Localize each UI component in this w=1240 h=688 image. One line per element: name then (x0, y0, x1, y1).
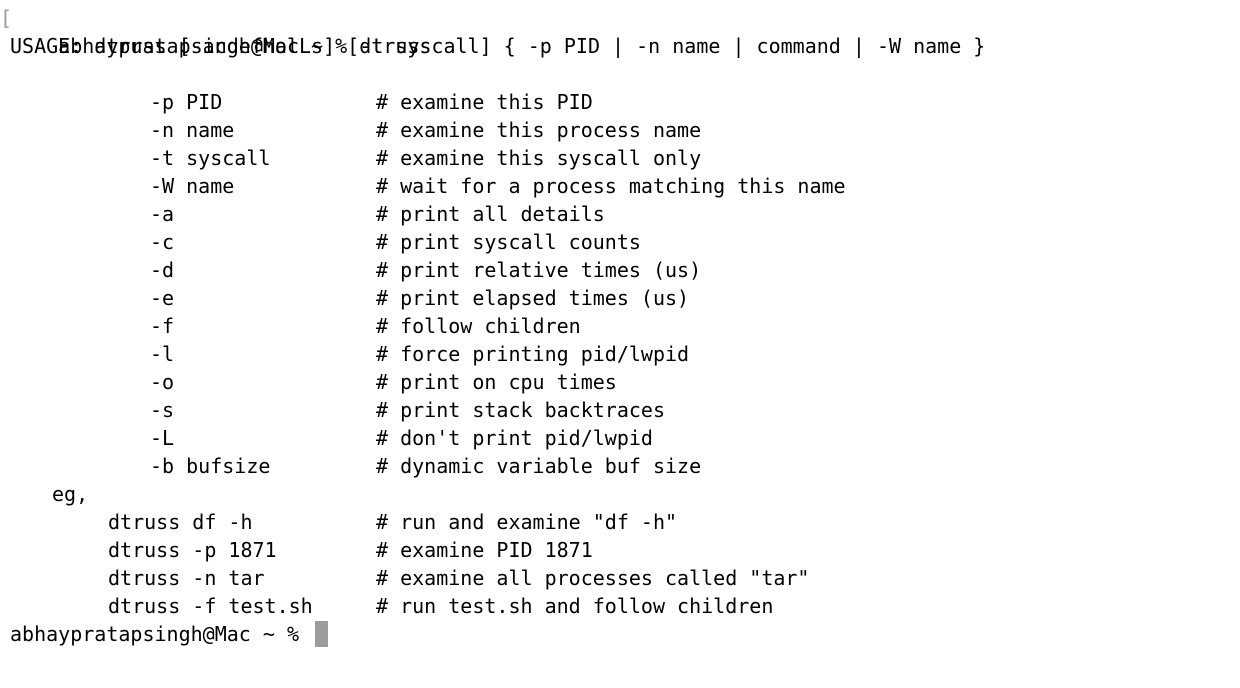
option-flag: -f (150, 314, 175, 338)
command-line: [ abhaypratapsingh@Mac ~ % dtruss (0, 4, 1240, 58)
usage-line: USAGE: dtruss [-acdefholLs] [-t syscall]… (10, 34, 986, 58)
option-flag: -L (150, 426, 175, 450)
example-command: dtruss -n tar (108, 566, 265, 590)
text-cursor[interactable] (315, 621, 329, 647)
option-row: -W name # wait for a process matching thi… (0, 172, 1240, 200)
option-comment: # force printing pid/lwpid (376, 342, 690, 366)
option-comment: # examine this process name (376, 118, 702, 142)
option-flag: -a (150, 202, 175, 226)
example-comment: # run and examine "df -h" (376, 510, 678, 534)
option-row: -L # don't print pid/lwpid (0, 424, 1240, 452)
option-comment: # print all details (376, 202, 605, 226)
option-flag: -d (150, 258, 175, 282)
prompt-text: abhaypratapsingh@Mac ~ % (58, 34, 360, 58)
example-row: dtruss -n tar # examine all processes cal… (0, 564, 1240, 592)
option-comment: # follow children (376, 314, 581, 338)
example-row: dtruss -f test.sh # run test.sh and follo… (0, 592, 1240, 620)
option-row: -c # print syscall counts (0, 228, 1240, 256)
option-row: -f # follow children (0, 312, 1240, 340)
example-command: dtruss -f test.sh (108, 594, 313, 618)
prompt-text: abhaypratapsingh@Mac ~ % (10, 622, 312, 646)
option-flag: -c (150, 230, 175, 254)
option-flag: -e (150, 286, 175, 310)
example-command: dtruss -p 1871 (108, 538, 277, 562)
option-comment: # print elapsed times (us) (376, 286, 690, 310)
blank-line (0, 60, 1240, 88)
example-comment: # run test.sh and follow children (376, 594, 774, 618)
option-flag: -W name (150, 174, 235, 198)
option-flag: -p PID (150, 90, 223, 114)
active-prompt-line[interactable]: abhaypratapsingh@Mac ~ % (0, 620, 1240, 648)
option-comment: # examine this syscall only (376, 146, 702, 170)
option-comment: # print stack backtraces (376, 398, 665, 422)
option-flag: -l (150, 342, 175, 366)
option-flag: -n name (150, 118, 235, 142)
example-row: dtruss -p 1871 # examine PID 1871 (0, 536, 1240, 564)
option-flag: -b bufsize (150, 454, 271, 478)
option-row: -o # print on cpu times (0, 368, 1240, 396)
example-command: dtruss df -h (108, 510, 253, 534)
option-flag: -o (150, 370, 175, 394)
option-comment: # wait for a process matching this name (376, 174, 846, 198)
example-comment: # examine PID 1871 (376, 538, 593, 562)
example-comment: # examine all processes called "tar" (376, 566, 810, 590)
option-row: -t syscall # examine this syscall only (0, 144, 1240, 172)
option-row: -e # print elapsed times (us) (0, 284, 1240, 312)
option-row: -n name # examine this process name (0, 116, 1240, 144)
option-comment: # dynamic variable buf size (376, 454, 702, 478)
option-flag: -t syscall (150, 146, 271, 170)
option-comment: # examine this PID (376, 90, 593, 114)
option-row: -s # print stack backtraces (0, 396, 1240, 424)
option-row: -l # force printing pid/lwpid (0, 340, 1240, 368)
example-row: dtruss df -h # run and examine "df -h" (0, 508, 1240, 536)
option-row: -d # print relative times (us) (0, 256, 1240, 284)
option-row: -a # print all details (0, 200, 1240, 228)
prompt-mark-bracket: [ (0, 6, 13, 30)
option-row: -p PID # examine this PID (0, 88, 1240, 116)
option-flag: -s (150, 398, 175, 422)
option-row: -b bufsize # dynamic variable buf size (0, 452, 1240, 480)
command-text: dtruss (359, 34, 432, 58)
option-comment: # print on cpu times (376, 370, 617, 394)
option-comment: # print syscall counts (376, 230, 641, 254)
examples-heading: eg, (52, 482, 89, 506)
option-comment: # print relative times (us) (376, 258, 702, 282)
examples-heading-line: eg, (0, 480, 1240, 508)
option-comment: # don't print pid/lwpid (376, 426, 653, 450)
